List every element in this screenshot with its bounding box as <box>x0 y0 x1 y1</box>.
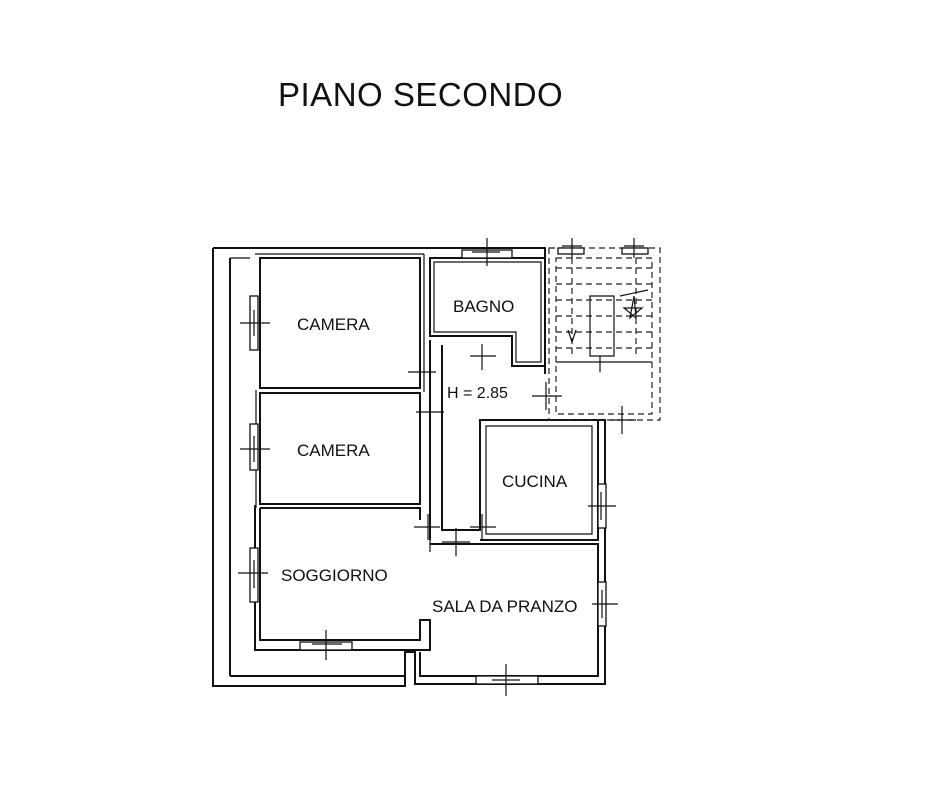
label-camera-2: CAMERA <box>297 441 370 460</box>
windows <box>249 247 649 685</box>
label-soggiorno: SOGGIORNO <box>281 566 388 585</box>
label-cucina: CUCINA <box>502 472 568 491</box>
room-sala-da-pranzo <box>419 540 599 677</box>
window-stair-1 <box>557 247 585 255</box>
corridor-walls <box>429 340 545 540</box>
plan-title: PIANO SECONDO <box>278 76 563 113</box>
label-sala-da-pranzo: SALA DA PRANZO <box>432 597 578 616</box>
cross-markers <box>238 238 644 696</box>
room-cucina <box>480 419 599 541</box>
stairwell <box>548 247 661 421</box>
label-camera-1: CAMERA <box>297 315 370 334</box>
label-bagno: BAGNO <box>453 297 514 316</box>
room-camera-1 <box>255 253 425 392</box>
label-height: H = 2.85 <box>447 385 508 402</box>
window-stair-2 <box>621 247 649 255</box>
room-bagno <box>429 257 546 367</box>
room-soggiorno <box>254 505 431 651</box>
outer-walls <box>212 247 606 687</box>
